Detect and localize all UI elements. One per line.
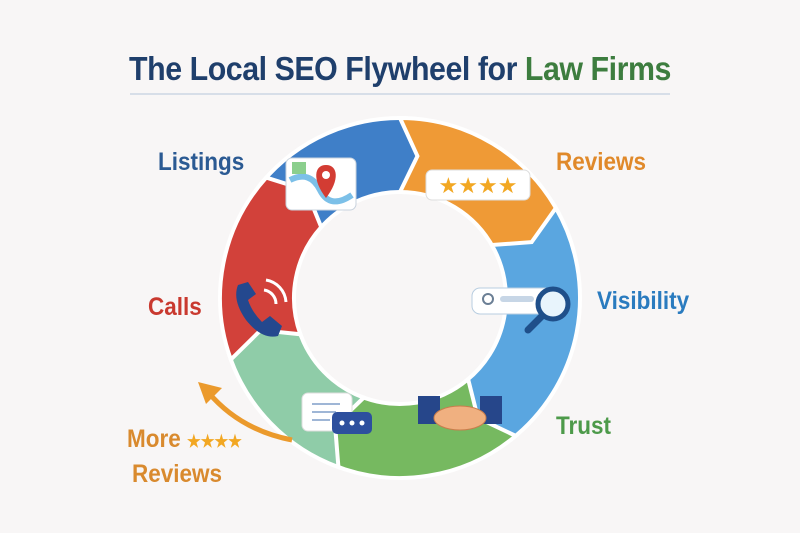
handshake-icon: [418, 396, 502, 431]
label-trust: Trust: [556, 412, 612, 440]
star-rating-icon: ★★★★: [425, 169, 531, 201]
label-more-reviews: Reviews: [132, 460, 223, 488]
chat-icon: [301, 392, 372, 434]
title-highlight: Law Firms: [524, 50, 671, 87]
page-title: The Local SEO Flywheel for Law Firms: [32, 50, 768, 88]
arrowhead: [198, 382, 222, 404]
label-reviews: Reviews: [556, 148, 647, 176]
label-calls: Calls: [148, 293, 202, 321]
search-icon: [471, 286, 571, 334]
map-pin-icon: [285, 157, 357, 211]
phone-icon: [236, 278, 288, 337]
more-stars: ★★★★: [187, 432, 242, 451]
title-underline: [130, 93, 670, 95]
title-main: The Local SEO Flywheel for: [129, 50, 517, 87]
stars-text: ★★★★: [439, 173, 518, 198]
label-visibility: Visibility: [597, 287, 690, 315]
more-text: More: [127, 425, 181, 453]
label-more: More ★★★★: [127, 425, 242, 454]
curved-arrow: [206, 390, 293, 443]
label-listings: Listings: [158, 148, 245, 176]
